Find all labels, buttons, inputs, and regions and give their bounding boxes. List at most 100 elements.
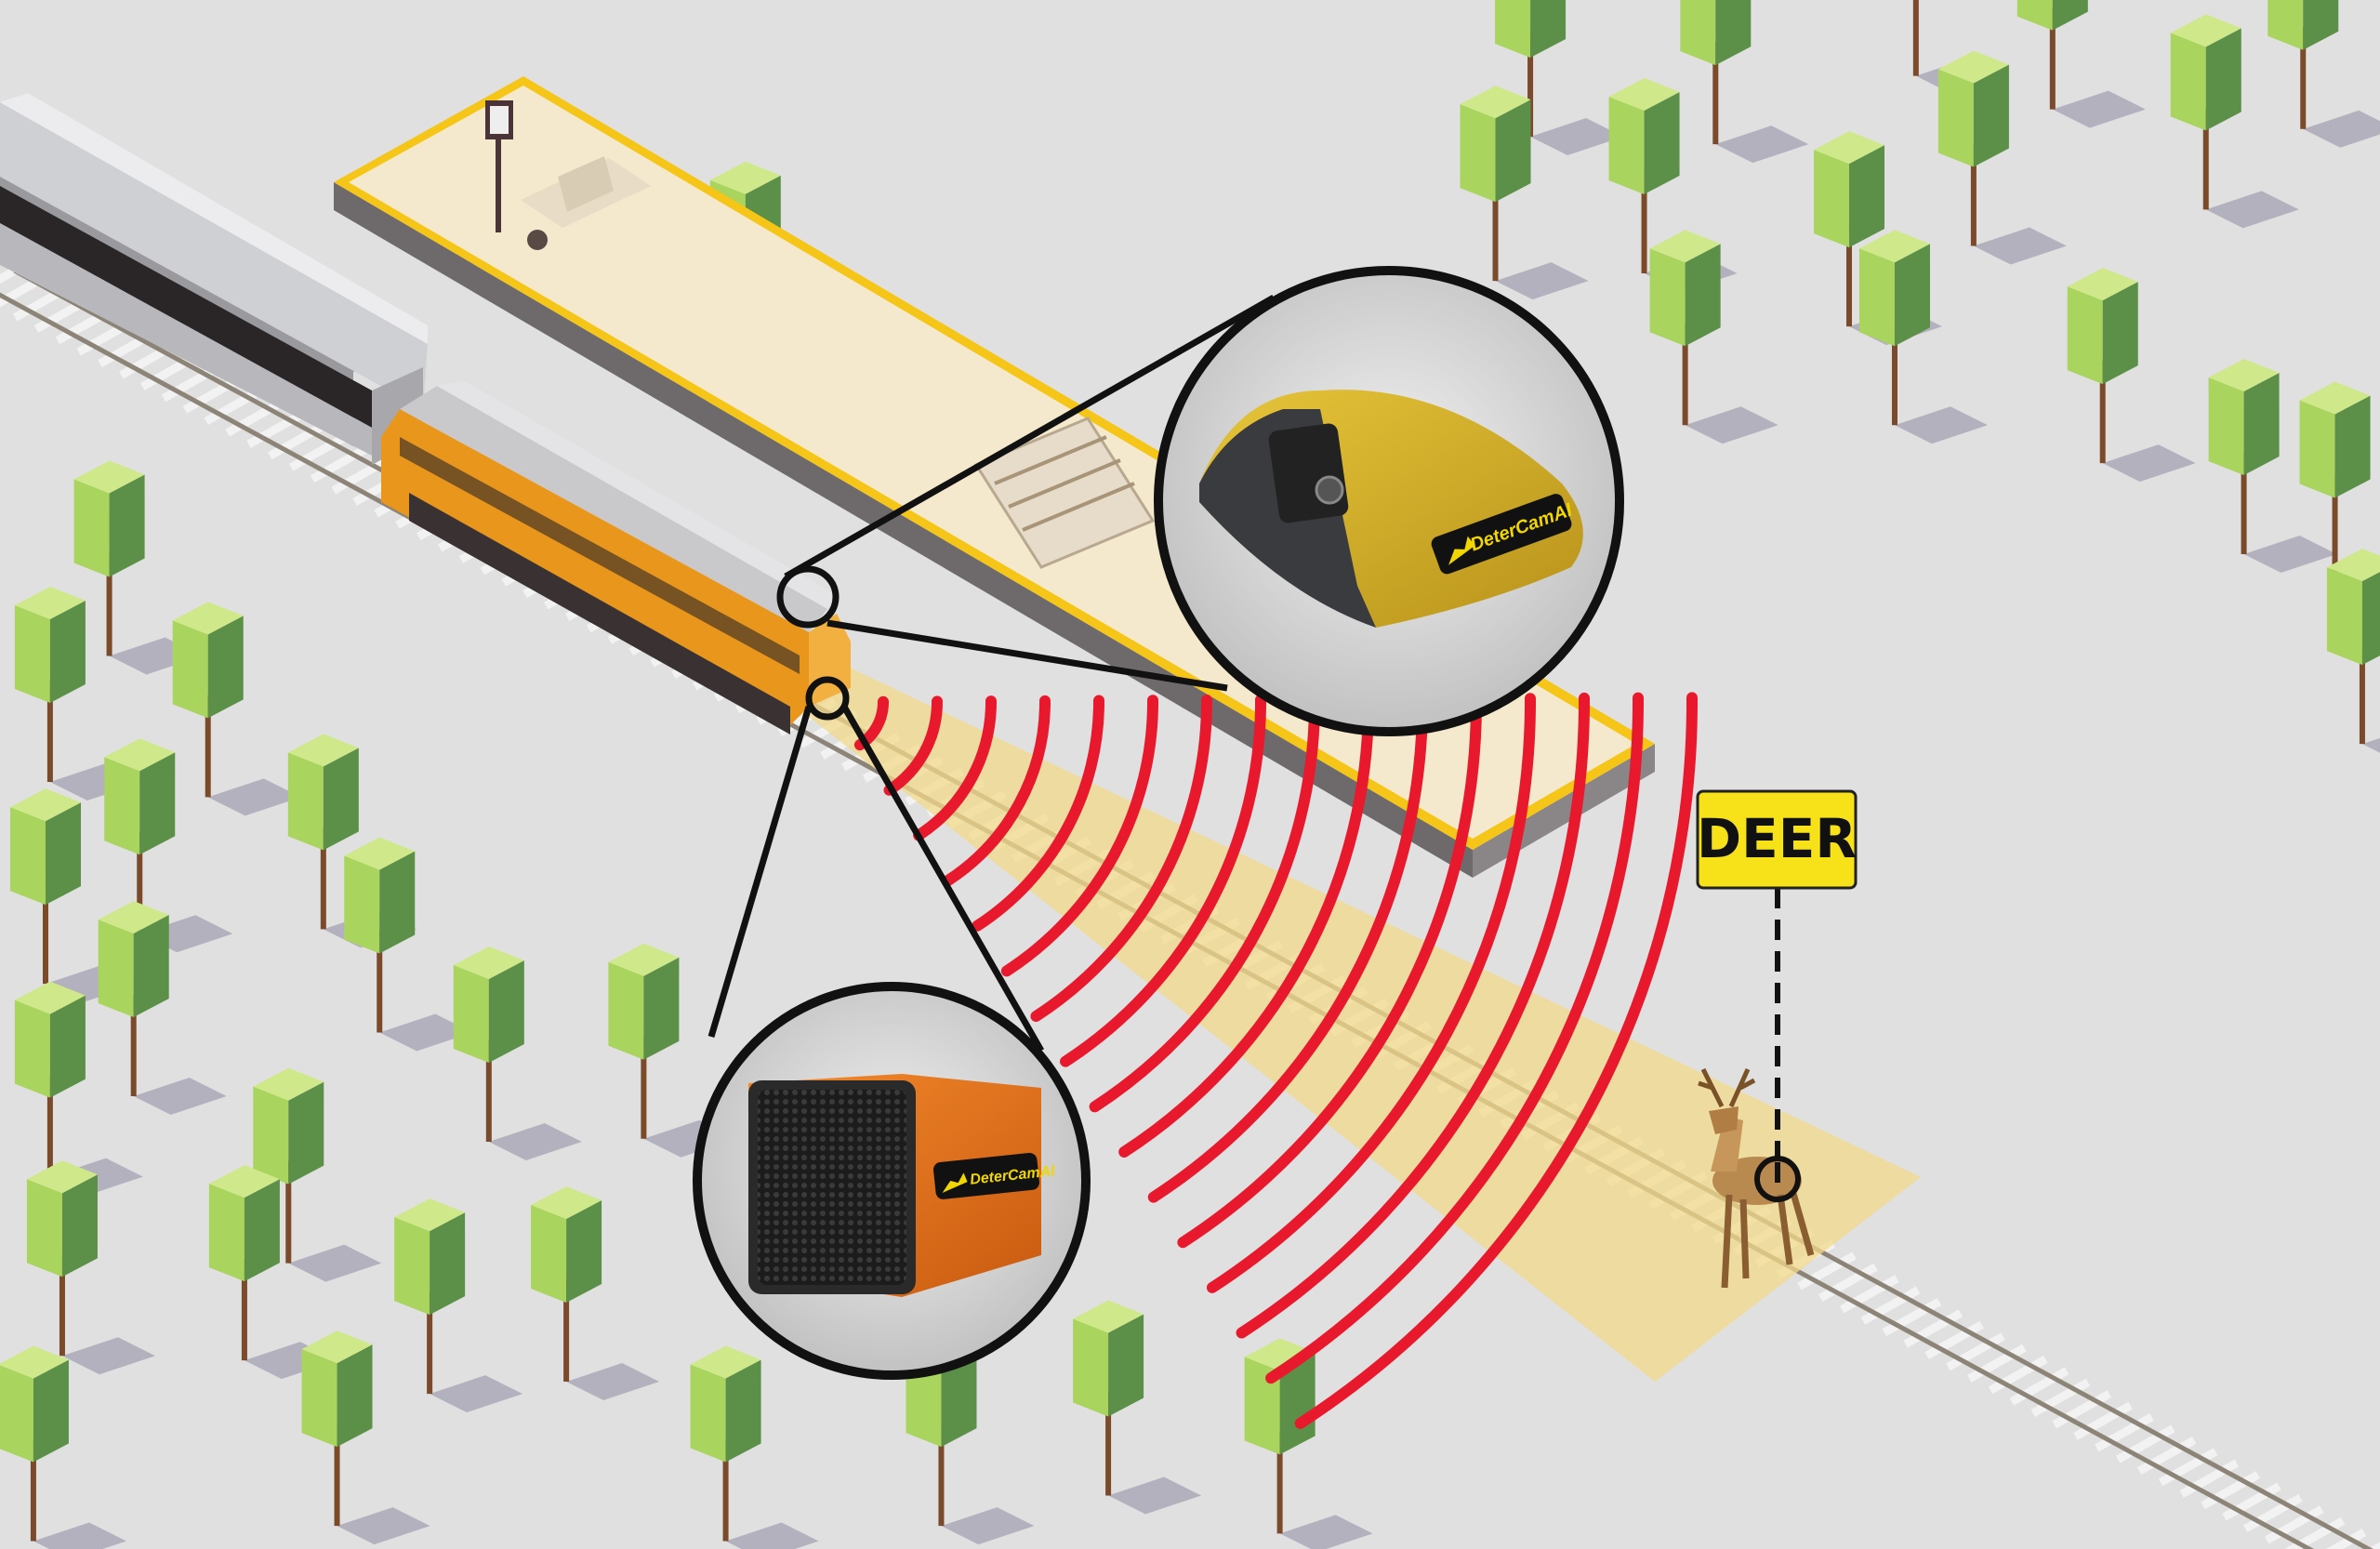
radar-wave (1206, 693, 1536, 1293)
rail-tie (2115, 1424, 2175, 1463)
rail-tie (1818, 1263, 1878, 1302)
tree (14, 586, 143, 801)
tree-shadow (1279, 1515, 1373, 1549)
rail-tie (1903, 1309, 1964, 1348)
tree-crown (1530, 0, 1567, 58)
radar-wave (1147, 693, 1428, 1203)
tree-shadow (2052, 90, 2146, 128)
tree-crown (208, 1165, 280, 1198)
tree-crown (2170, 14, 2241, 47)
radar-waves (853, 692, 1698, 1429)
tree-crown (1108, 1314, 1144, 1417)
processor-location-marker (805, 676, 850, 721)
tree-shadow (488, 1123, 582, 1161)
tree-shadow (1715, 126, 1809, 164)
tree-shadow (1495, 262, 1589, 300)
tree-crown (725, 1359, 761, 1463)
tree-crown (14, 981, 86, 1014)
tree-crown (26, 1179, 62, 1278)
tree-shadow (1685, 406, 1778, 444)
tree-shadow (725, 1522, 819, 1549)
rail-tie (225, 398, 284, 437)
tree-shadow (1530, 117, 1624, 155)
tree-crown (139, 752, 176, 855)
detection-label: DEER (1697, 807, 1857, 870)
tree (172, 602, 301, 816)
radar-wave (1089, 694, 1320, 1113)
radar-wave (1000, 695, 1159, 977)
tree-shadow (61, 1337, 155, 1375)
tree-crown (2067, 286, 2103, 385)
tree (2170, 14, 2299, 229)
tree-shadow (2102, 444, 2196, 483)
detection-tag: DEER (1696, 789, 1858, 1202)
rail-tie (2264, 1505, 2324, 1544)
tree-crown (253, 1086, 289, 1185)
tree-crown (133, 915, 169, 1018)
tree-crown (2299, 381, 2371, 415)
tree (301, 1331, 430, 1545)
tree-crown (1973, 64, 2009, 167)
radar-wave (972, 695, 1105, 932)
tree-crown (531, 1205, 567, 1304)
processor-box-device: DeterCamAI (748, 1074, 1056, 1297)
tree-shadow (2303, 110, 2380, 148)
rail-tie (161, 364, 221, 403)
tree-crown (2334, 395, 2371, 498)
shelter (973, 417, 1156, 569)
tree-crown (1649, 230, 1721, 263)
rail-tie (2158, 1448, 2218, 1487)
rail-tie (1839, 1275, 1899, 1314)
tree-crown (49, 995, 86, 1098)
tree (1244, 1338, 1373, 1549)
tree-crown (608, 943, 680, 976)
tree-shadow (1894, 406, 1988, 444)
deer-logo-icon (1448, 536, 1475, 565)
tree (2208, 359, 2337, 574)
tree-crown (453, 965, 489, 1064)
tree-crown (1073, 1300, 1144, 1333)
tree-shadow (33, 1522, 126, 1549)
tree-crown (26, 1160, 98, 1194)
tree-crown (709, 161, 781, 194)
tree-crown (172, 620, 208, 719)
tree-crown (288, 1081, 324, 1185)
rail-tie (1988, 1356, 2048, 1395)
tree (2268, 0, 2380, 148)
tree-crown (301, 1331, 373, 1364)
tree-crown (1495, 0, 1531, 58)
tree-crown (208, 1184, 245, 1282)
tree-crown (45, 802, 81, 906)
tree (253, 1067, 382, 1282)
tree-crown (1813, 131, 1884, 165)
radar-wave (1265, 692, 1644, 1384)
tree-crown (0, 1365, 33, 1463)
tree-crown (2268, 0, 2304, 50)
tree-crown (9, 788, 81, 822)
camera-location-marker (776, 565, 840, 629)
tree-crown (453, 947, 524, 980)
radar-wave (1060, 694, 1266, 1067)
tree-crown (1495, 99, 1531, 203)
detection-beam (804, 668, 1921, 1382)
rail-tie (1946, 1332, 2005, 1371)
tree-crown (104, 738, 176, 772)
tree-crown (287, 734, 359, 767)
tree-crown (488, 960, 524, 1064)
tree-shadow (207, 778, 301, 816)
tree-shadow (941, 1507, 1035, 1545)
tree-crown (1279, 1352, 1316, 1455)
tree-crown (1715, 0, 1752, 66)
tree-crown (323, 748, 359, 851)
tree (98, 901, 227, 1116)
tree-shadow (2205, 191, 2299, 229)
tree-crown (430, 1212, 466, 1316)
rail-tie (2030, 1378, 2091, 1417)
tree-crown (33, 1359, 69, 1463)
tree-crown (1460, 86, 1531, 119)
tree-crown (1858, 248, 1895, 347)
tree-crown (2361, 572, 2380, 666)
tree-crown (1848, 145, 1884, 248)
train (0, 93, 851, 735)
